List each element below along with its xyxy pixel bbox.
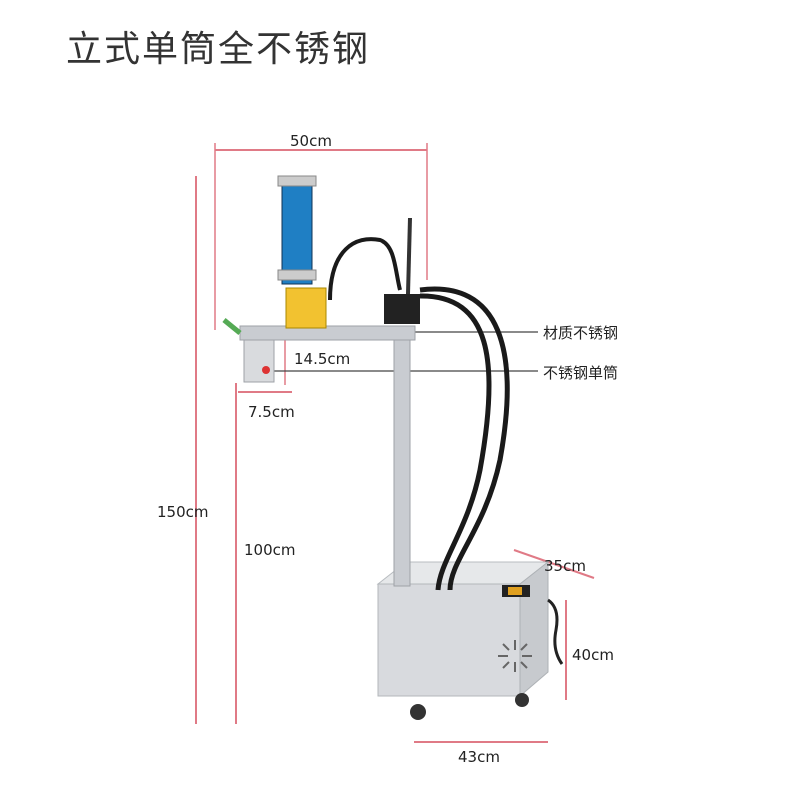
dim-inner-height-label: 100cm [244,541,296,559]
horizontal-arm [239,325,416,341]
dimension-lines [195,143,595,743]
dim-base-depth-label: 35cm [544,557,586,575]
valve-lever [406,217,412,295]
dim-arm-depth-label: 14.5cm [294,350,351,368]
dim-base-height-label: 40cm [572,646,614,664]
dim-base-depth-line [513,549,595,579]
page-title: 立式单筒全不锈钢 [66,29,371,70]
base-cabinet [376,560,564,720]
dim-total-height-label: 150cm [157,503,209,521]
valve-block [285,287,327,329]
handle [222,318,242,335]
dim-top-width-label: 50cm [290,132,332,150]
callout-material-label: 材质不锈钢 [543,324,619,342]
dim-base-width-label: 43cm [458,748,500,766]
blue-cylinder [281,179,313,285]
vent-icon [498,640,532,672]
caster-wheel [410,704,426,720]
control-valve [384,294,420,324]
vertical-pole [393,339,411,587]
hoses [328,237,510,591]
callout-barrel-label: 不锈钢单筒 [543,364,619,382]
dim-barrel-width-label: 7.5cm [248,403,295,421]
barrel [243,339,275,383]
caster-wheel [515,693,529,707]
power-cord [547,598,564,665]
